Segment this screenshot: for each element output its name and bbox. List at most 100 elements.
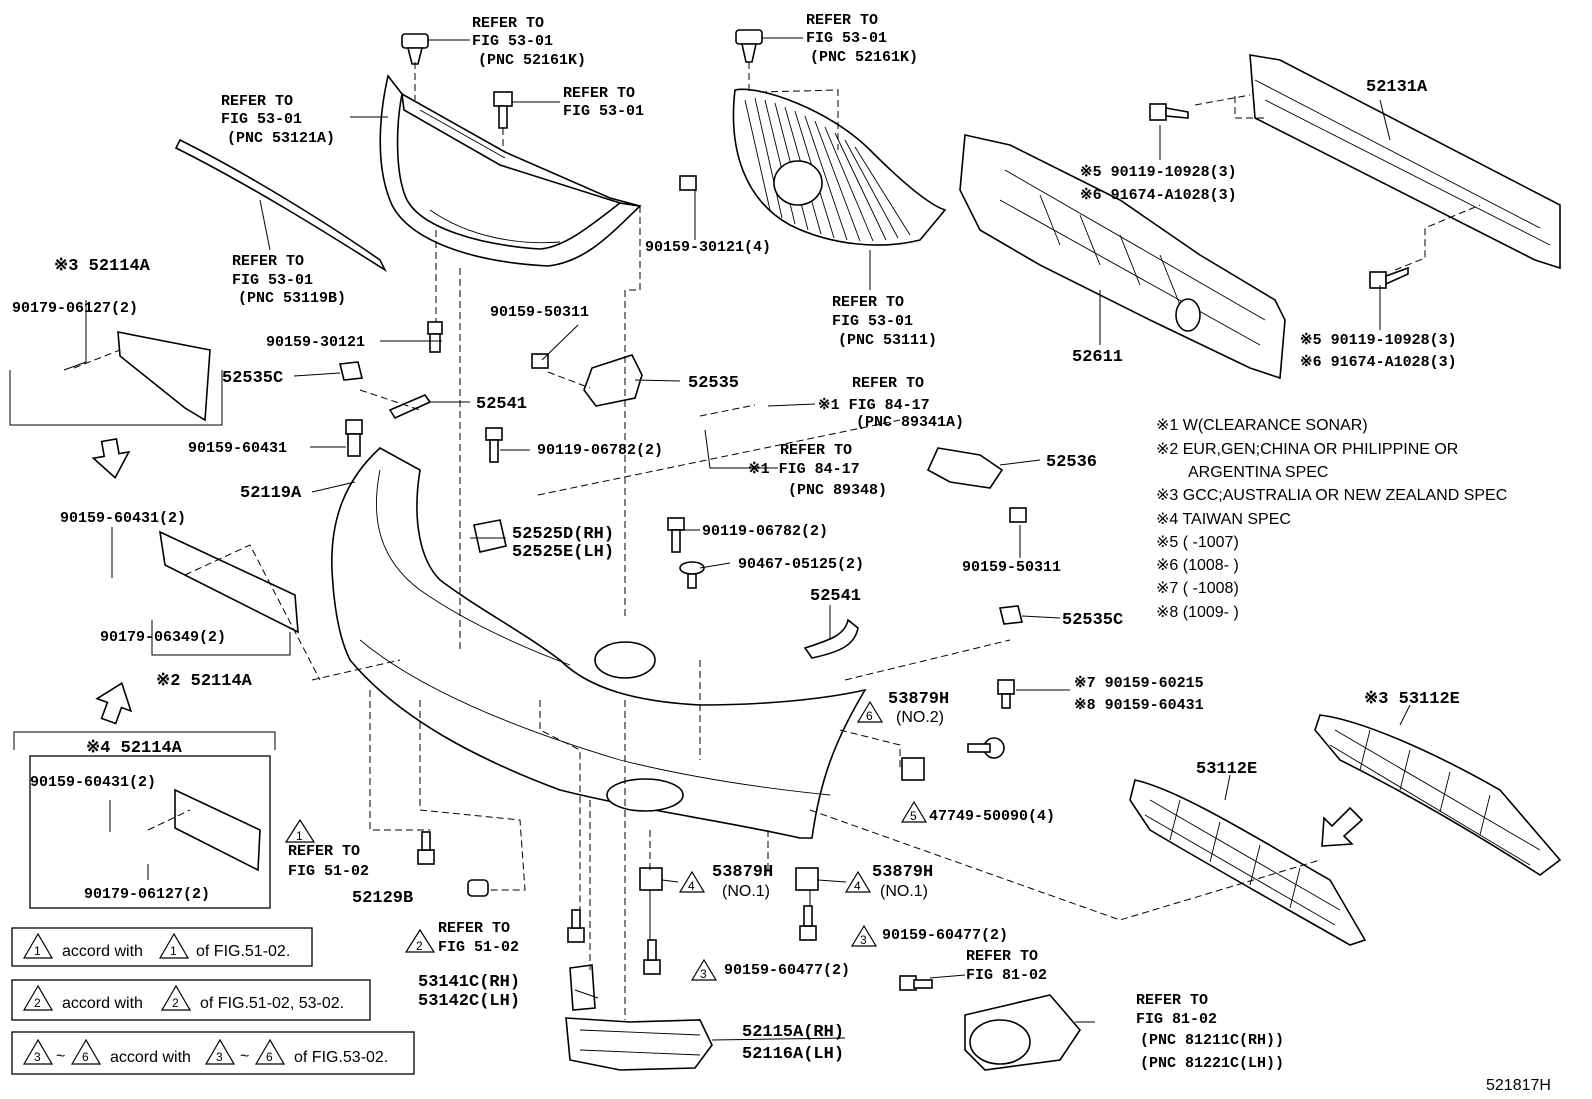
clip-top-left-drawing[interactable] — [401, 33, 429, 65]
legend-row-3-box — [11, 1031, 415, 1075]
retainer-52535C-right-drawing[interactable] — [999, 605, 1023, 625]
bolt-81-02-drawing[interactable] — [899, 975, 933, 991]
lower-grille-gcc-drawing[interactable] — [1314, 714, 1562, 876]
part-90119-06782-a-label: 90119-06782(2) — [537, 442, 663, 459]
bolt-90159-50311-b-drawing[interactable] — [1009, 507, 1027, 523]
part-53141C-label: 53141C(RH) 53142C(LH) — [418, 973, 530, 1011]
part-52535C-right-label: 52535C — [1062, 611, 1123, 630]
fog-bracket-drawing[interactable] — [569, 964, 596, 1011]
part-90159-60431-label: 90159-60431 — [188, 440, 287, 457]
clip-47749-50090-drawing[interactable] — [967, 737, 1005, 759]
sensor-retainer-no1-left-drawing[interactable] — [639, 867, 663, 891]
bolt-90119-06782-a-drawing[interactable] — [485, 427, 503, 463]
legend-row-2-pre: accord with — [62, 995, 143, 1012]
front-grille-drawing[interactable] — [732, 88, 947, 246]
bolt-90119-06782-b-drawing[interactable] — [667, 517, 685, 553]
part-90159-60431-2a-label: 90159-60431(2) — [60, 510, 186, 527]
part-90179-06349-label: 90179-06349(2) — [100, 629, 226, 646]
bolt-reinforcement-top-drawing[interactable] — [1149, 103, 1189, 121]
clip-52129B-drawing[interactable] — [467, 879, 489, 897]
part-90179-06127-a-label: 90179-06127(2) — [12, 300, 138, 317]
bolt-90159-30121-4-drawing[interactable] — [679, 175, 697, 191]
part-53112E-label: 53112E — [1196, 760, 1257, 779]
reinforcement-drawing[interactable] — [1249, 54, 1561, 270]
triangle-mark-5: 5 — [900, 800, 928, 823]
fog-lamp-drawing[interactable] — [964, 994, 1082, 1071]
part-53879H-no1-left-label: 53879H — [712, 863, 773, 882]
svg-text:6: 6 — [866, 709, 873, 723]
callout-ref-84-17-b: REFER TO ※1 FIG 84-17 (PNC 89348) — [748, 442, 887, 499]
callout-ref-53-01-b: REFER TO FIG 53-01 (PNC 52161K) — [806, 12, 918, 66]
bolt-90159-60431-drawing[interactable] — [345, 419, 363, 457]
bolt-top-mid-drawing[interactable] — [493, 91, 513, 129]
sensor-retainer-no1-right-drawing[interactable] — [795, 867, 819, 891]
bracket-52535-drawing[interactable] — [583, 354, 643, 407]
footnote-1: ※1 W(CLEARANCE SONAR) — [1156, 417, 1368, 434]
footnote-2: ※2 EUR,GEN;CHINA OR PHILIPPINE OR — [1156, 441, 1458, 458]
part-52115A-label: 52115A(RH) 52116A(LH) — [742, 1023, 854, 1064]
clip-90467-05125-drawing[interactable] — [679, 561, 705, 589]
part-52114A-eur-label: ※2 52114A — [156, 672, 253, 691]
arrow-up-icon — [95, 681, 133, 725]
bracket-52536-drawing[interactable] — [926, 447, 1004, 489]
svg-text:2: 2 — [34, 996, 41, 1010]
bracket-52525-drawing[interactable] — [473, 519, 507, 553]
svg-text:1: 1 — [296, 829, 303, 843]
part-90159-60215-label: ※7 90159-60215 ※8 90159-60431 — [1074, 675, 1213, 714]
footnotes: ※1 W(CLEARANCE SONAR) ※2 EUR,GEN;CHINA O… — [1156, 417, 1507, 621]
svg-text:2: 2 — [172, 996, 179, 1010]
bolt-51-02-b-drawing[interactable] — [567, 909, 585, 943]
part-53879H-no1-left-sub: (NO.1) — [722, 883, 770, 900]
bumper-cover-drawing[interactable] — [331, 447, 867, 839]
bolt-reinforcement-bottom-drawing[interactable] — [1369, 266, 1409, 289]
clip-top-right-drawing[interactable] — [735, 29, 763, 63]
part-90159-30121-label: 90159-30121 — [266, 334, 365, 351]
part-52114A-gcc-label: ※3 52114A — [54, 257, 151, 276]
spacer-52541-left-drawing[interactable] — [388, 394, 432, 420]
legend-row-3-sep-a: ~ — [56, 1048, 65, 1065]
license-bracket-taiwan-drawing[interactable] — [174, 788, 261, 872]
part-53879H-no2-sub: (NO.2) — [896, 709, 944, 726]
part-52541-right-label: 52541 — [810, 587, 861, 606]
callout-ref-53-01-grille-frame: REFER TO FIG 53-01 (PNC 53121A) — [221, 93, 335, 147]
figure-id: 521817H — [1486, 1077, 1551, 1094]
molding-drawing[interactable] — [174, 138, 388, 273]
part-53112E-gcc-label: ※3 53112E — [1364, 690, 1460, 709]
part-52131A-label: 52131A — [1366, 78, 1428, 97]
retainer-52535C-left-drawing[interactable] — [339, 361, 363, 381]
part-90119-10928-bottom-label: ※5 90119-10928(3) ※6 91674-A1028(3) — [1300, 332, 1466, 371]
footnote-4: ※4 TAIWAN SPEC — [1156, 511, 1291, 528]
part-52119A-label: 52119A — [240, 484, 302, 503]
bolt-90159-60477-a-drawing[interactable] — [643, 939, 661, 975]
footnote-8: ※8 (1009- ) — [1156, 604, 1239, 621]
callout-ref-51-02-b: REFER TO FIG 51-02 — [438, 920, 519, 956]
sensor-retainer-no2-drawing[interactable] — [901, 757, 925, 781]
legend: 1 accord with 1 of FIG.51-02. 2 accord w… — [11, 927, 415, 1075]
license-bracket-eur-drawing[interactable] — [158, 530, 299, 634]
spacer-52541-right-drawing[interactable] — [803, 618, 859, 659]
footnote-7: ※7 ( -1008) — [1156, 580, 1239, 597]
part-47749-50090-label: 47749-50090(4) — [929, 808, 1055, 825]
bolt-90159-30121-drawing[interactable] — [427, 321, 443, 353]
svg-text:1: 1 — [34, 944, 41, 958]
energy-absorber-drawing[interactable] — [959, 134, 1286, 380]
legend-row-1-pre: accord with — [62, 943, 143, 960]
part-90159-60477-a-label: 90159-60477(2) — [724, 962, 850, 979]
legend-row-2-box — [11, 979, 371, 1021]
license-bracket-gcc-drawing[interactable] — [117, 331, 211, 422]
bolt-90159-60477-b-drawing[interactable] — [799, 905, 817, 941]
bolt-51-02-a-drawing[interactable] — [417, 831, 435, 865]
footnote-5: ※5 ( -1007) — [1156, 534, 1239, 551]
part-53879H-no1-right-label: 53879H — [872, 863, 933, 882]
part-53879H-no1-right-sub: (NO.1) — [880, 883, 928, 900]
part-90119-10928-top-label: ※5 90119-10928(3) ※6 91674-A1028(3) — [1080, 164, 1246, 204]
part-52535-label: 52535 — [688, 374, 739, 393]
leader-lines — [9, 37, 1411, 1041]
arrow-down-icon — [91, 437, 131, 480]
bolt-90159-60215-drawing[interactable] — [997, 679, 1015, 709]
triangle-mark-4-left: 4 — [678, 870, 706, 893]
lower-grille-drawing[interactable] — [1129, 779, 1367, 946]
lower-support-drawing[interactable] — [565, 1017, 713, 1071]
callout-ref-81-02-a: REFER TO FIG 81-02 — [966, 948, 1047, 984]
part-90159-50311-b-label: 90159-50311 — [962, 559, 1061, 576]
